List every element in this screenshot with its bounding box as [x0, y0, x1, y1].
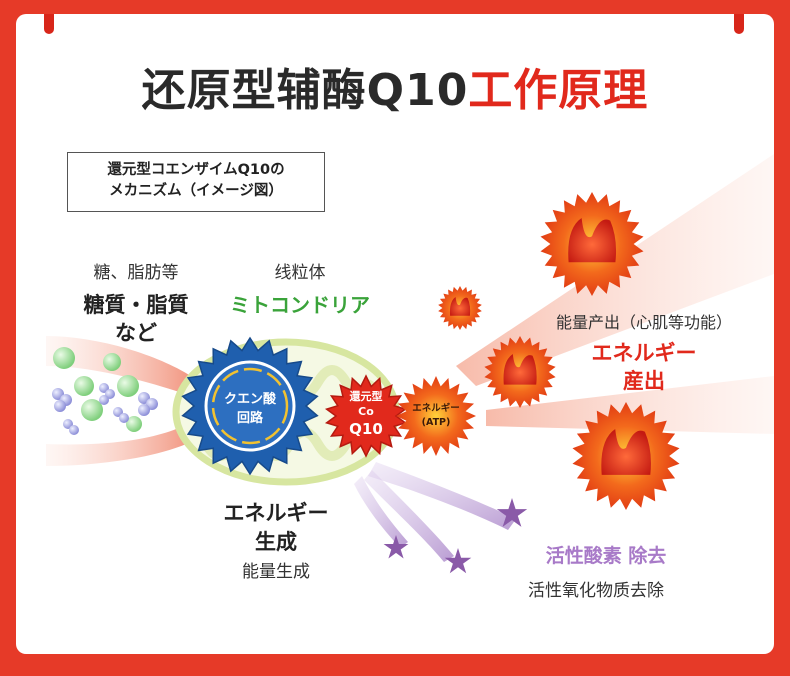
mechanism-caption-box: 還元型コエンザイムQ10の メカニズム（イメージ図） — [67, 152, 325, 212]
input-cn-label: 糖、脂肪等 — [94, 263, 179, 283]
free-radical-star-2 — [444, 548, 472, 574]
antioxidant-jp-label: 活性酸素 除去 — [546, 544, 667, 567]
free-radical-star-1 — [496, 498, 528, 527]
output-jp-line-1: エネルギー — [592, 341, 697, 365]
output-beam-bottom — [486, 376, 774, 434]
atp-label-line-2: (ATP) — [422, 417, 451, 428]
title-part-1: 还原型辅酶Q10 — [141, 65, 469, 116]
antioxidant-beam-3 — [354, 476, 408, 548]
coq10-label-line-1: 還元型 — [350, 389, 383, 403]
free-radical-star-3 — [383, 535, 409, 559]
title-part-2: 工作原理 — [468, 65, 649, 116]
mito-jp-label: ミトコンドリア — [230, 293, 370, 317]
energy-sun-3 — [484, 336, 556, 408]
cycle-label-line-2: 回路 — [237, 410, 264, 426]
mechanism-diagram: クエン酸 回路 還元型 Co Q10 エネルギー (ATP) 糖、脂肪等 糖質・… — [46, 154, 774, 601]
cycle-label-line-1: クエン酸 — [224, 391, 277, 407]
generation-cn-label: 能量生成 — [242, 562, 310, 582]
page-title: 还原型辅酶Q10工作原理 — [16, 54, 774, 118]
generation-jp-line-2: 生成 — [255, 530, 297, 554]
free-radical-stars — [383, 498, 528, 574]
input-jp-line-2: など — [115, 321, 157, 345]
cycle-inner-disc — [204, 360, 296, 452]
mechanism-caption-line-1: 還元型コエンザイムQ10の — [107, 162, 285, 178]
coq10-burst — [324, 374, 408, 458]
input-beam-bottom — [46, 422, 191, 466]
energy-sun-2 — [438, 286, 482, 330]
output-cn-label: 能量产出（心肌等功能） — [556, 313, 732, 332]
hanger-tab-left — [44, 14, 54, 34]
input-jp-line-1: 糖質・脂質 — [84, 293, 189, 317]
energy-sun-1 — [540, 192, 644, 296]
coq10-label-line-3: Q10 — [349, 420, 383, 438]
output-jp-line-2: 産出 — [623, 369, 665, 393]
energy-suns — [438, 192, 680, 510]
nutrient-molecules — [52, 347, 158, 435]
atp-label-line-1: エネルギー — [412, 402, 460, 414]
content-card: 还原型辅酶Q10工作原理 還元型コエンザイムQ10の メカニズム（イメージ図） — [16, 14, 774, 654]
antioxidant-beam-1 — [368, 462, 516, 530]
hanger-tab-right — [734, 14, 744, 34]
cycle-arrow-ring — [211, 367, 289, 445]
antioxidant-beam-2 — [364, 470, 454, 562]
antioxidant-cn-label: 活性氧化物质去除 — [528, 581, 664, 601]
energy-sun-4 — [572, 402, 680, 510]
mechanism-caption-line-2: メカニズム（イメージ図） — [109, 183, 283, 199]
atp-burst — [396, 376, 476, 456]
mito-cn-label: 线粒体 — [275, 263, 326, 283]
coq10-label-line-2: Co — [358, 405, 374, 418]
generation-jp-line-1: エネルギー — [224, 501, 329, 525]
